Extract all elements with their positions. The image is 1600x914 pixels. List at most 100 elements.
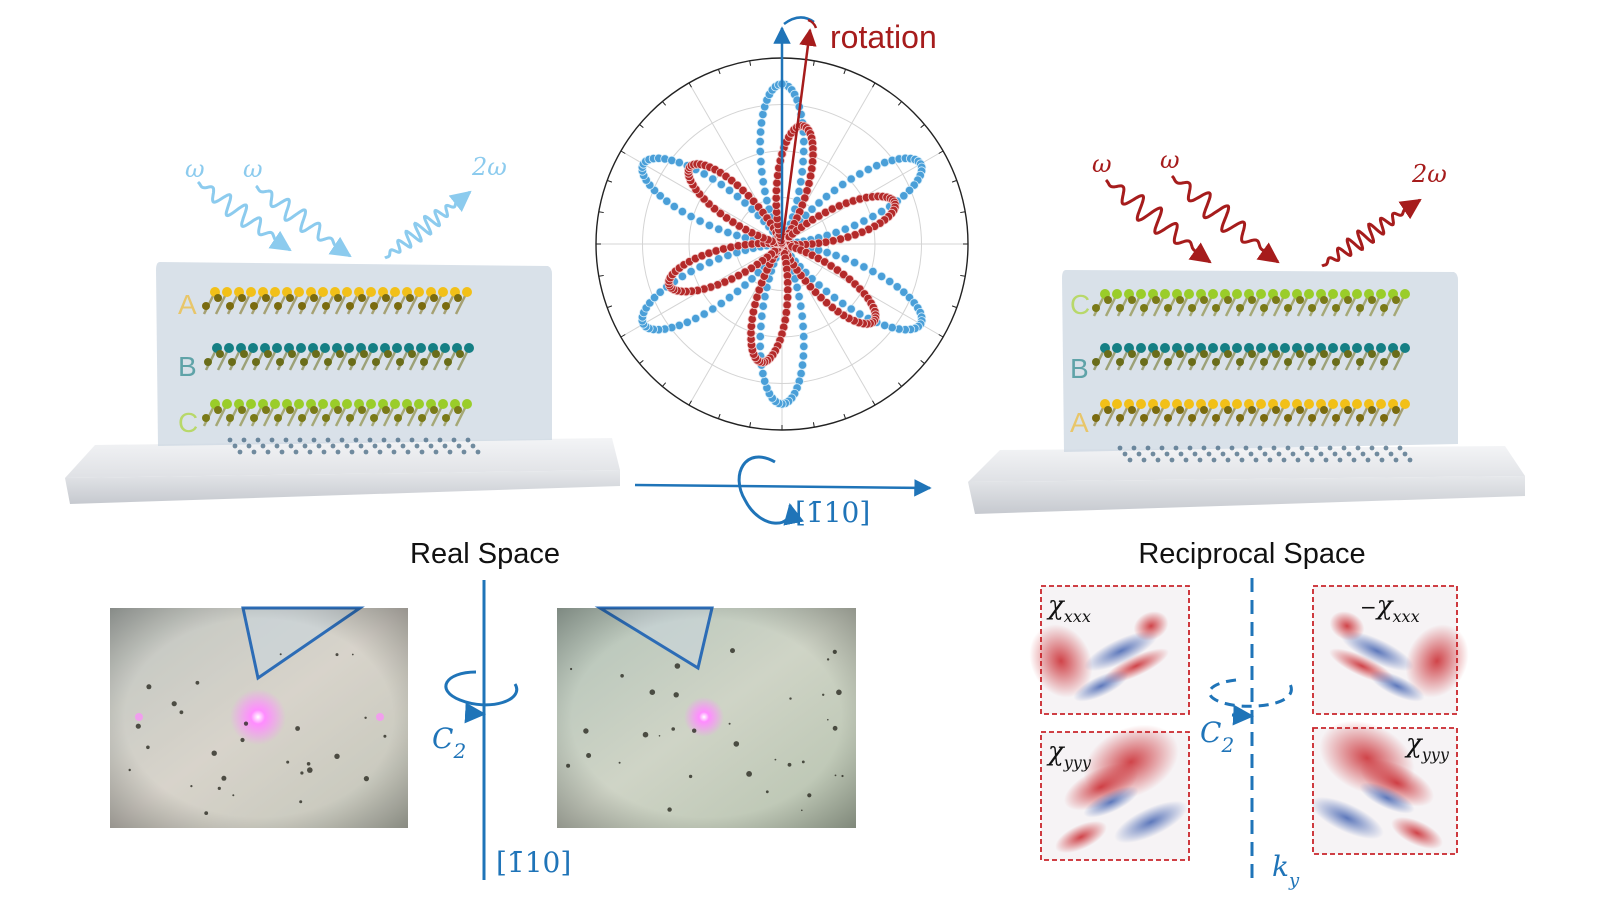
substrate-atom [1323,457,1329,463]
polar-blue-point [840,224,850,234]
layer-c-atom [1236,304,1244,312]
layer-a-atom [1116,414,1124,422]
polar-blue-point [829,185,840,195]
layer-a-atom [358,294,366,302]
polar-blue-point [799,146,809,157]
layer-c-atom [286,406,294,414]
layer-a-atom [1152,406,1160,414]
layer-c-atom [1320,296,1328,304]
substrate-atom [227,437,233,443]
layer-c-atom [442,414,450,422]
substrate-atom [1271,445,1277,451]
layer-c-atom [1380,304,1388,312]
polar-blue-point [855,169,865,179]
layer-b-atom [348,358,356,366]
layer-b-atom [444,358,452,366]
rotation-arc-tip [807,18,818,29]
layer-b-atom [1308,358,1316,366]
layer-b-atom [1128,350,1136,358]
substrate-atom [260,443,266,449]
layer-c-atom [246,399,256,409]
substrate-atom [330,443,336,449]
layer-a-atom [418,302,426,310]
real-space-c2-label: C2 [432,722,466,763]
substrate-atom [1173,445,1179,451]
substrate-atom [237,449,243,455]
polar-blue-point [758,368,768,379]
substrate-atom [307,449,313,455]
layer-b-atom [272,343,282,353]
layer-c-atom [1188,304,1196,312]
layer-a-atom [1104,406,1112,414]
polar-blue-point [863,164,873,175]
left-omega-label-2: ω [243,155,263,183]
substrate-atom [1220,451,1226,457]
substrate-atom [1225,457,1231,463]
layer-c-atom [358,406,366,414]
layer-b-atom [1136,343,1146,353]
polar-blue-point [838,179,848,190]
polar-red-axis-arrow [780,28,817,245]
layer-c-atom [310,406,318,414]
polar-blue-point [814,198,824,208]
layer-a-atom [318,287,328,297]
substrate-atom [475,449,481,455]
polar-blue-point [677,271,688,281]
substrate-atom [1290,451,1296,457]
right-light-waves: ω ω 2ω [1092,146,1447,268]
rotation-label: rotation [830,19,937,55]
polar-red-point [832,265,843,275]
layer-c-atom [390,399,400,409]
layer-c-atom [1356,304,1364,312]
substrate-atom [311,437,317,443]
layer-a-atom [406,294,414,302]
right-omega-label-2: ω [1160,146,1180,174]
substrate-atom [456,443,462,449]
layer-a-atom [246,287,256,297]
map-feature [1029,624,1093,698]
polar-red-point [816,292,826,303]
polar-blue-point [686,266,696,277]
layer-c-atom [418,414,426,422]
polar-red-point [805,171,816,181]
substrate-atom [1397,445,1403,451]
polar-tick [688,82,692,88]
layer-a-atom [1280,399,1290,409]
polar-blue-point [649,292,660,303]
layer-b-atom [228,358,236,366]
layer-a-atom [214,294,222,302]
substrate-atom [1295,457,1301,463]
layer-c-atom [1284,304,1292,312]
polar-red-point [782,300,792,310]
polar-tick [812,60,815,66]
polar-tick [872,82,876,88]
substrate-atom [447,449,453,455]
layer-c-atom [346,414,354,422]
right-layer-label-a: A [1070,407,1089,438]
layer-b-atom [324,358,332,366]
map-feature [1055,820,1107,854]
polar-blue-point [899,191,909,201]
layer-a-atom [346,302,354,310]
layer-a-atom [366,287,376,297]
layer-a-atom [1284,414,1292,422]
polar-blue-point [798,321,808,331]
substrate-atom [1127,457,1133,463]
layer-b-atom [1332,358,1340,366]
layer-c-atom [1212,304,1220,312]
left-substrate-lattice [227,437,481,455]
polar-plot: rotation [595,16,969,431]
substrate-atom [1346,451,1352,457]
substrate-atom [1393,457,1399,463]
polar-red-point [715,208,726,218]
left-incident-wave-1 [196,180,292,252]
layer-c-atom [334,406,342,414]
layer-b-atom [252,358,260,366]
polar-blue-point [868,266,878,277]
substrate-atom [1164,451,1170,457]
polar-red-point [782,292,793,302]
polar-tick [843,69,847,75]
layer-c-atom [1164,304,1172,312]
substrate-atom [1192,451,1198,457]
layer-a-atom [238,294,246,302]
